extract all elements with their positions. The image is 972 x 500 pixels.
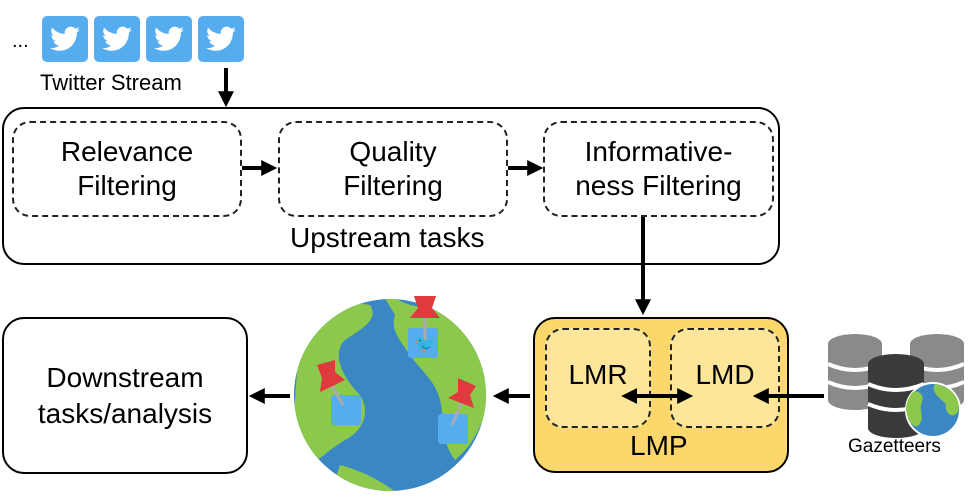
- stream-ellipsis: ...: [12, 30, 29, 52]
- stage-line1: Relevance: [60, 136, 194, 167]
- twitter-bird-icon: [42, 16, 88, 62]
- stage-line1: Quality: [349, 136, 437, 167]
- upstream-container: [2, 107, 780, 265]
- twitter-stream-label: Twitter Stream: [40, 70, 182, 95]
- lmr-module: LMR: [545, 328, 651, 428]
- lmp-label: LMP: [630, 430, 688, 461]
- stage-line2: Filtering: [343, 170, 443, 201]
- twitter-bird-icon: [198, 16, 244, 62]
- downstream-line1: Downstream: [46, 361, 204, 393]
- globe-with-pinned-tweets-icon: 🐦: [294, 296, 486, 491]
- lmd-module: LMD: [670, 328, 780, 428]
- upstream-tasks-label: Upstream tasks: [290, 222, 485, 253]
- informativeness-filtering-stage: Informative-ness Filtering: [543, 121, 774, 217]
- twitter-bird-icon: [146, 16, 192, 62]
- lmd-label: LMD: [695, 359, 755, 390]
- downstream-line2: tasks/analysis: [37, 397, 213, 429]
- stage-line2: Filtering: [77, 170, 177, 201]
- stage-line1: Informative-: [584, 136, 733, 167]
- gazetteers-label: Gazetteers: [848, 436, 941, 457]
- svg-text:🐦: 🐦: [414, 334, 436, 355]
- downstream-box: Downstream tasks/analysis: [2, 317, 248, 474]
- stage-line2: ness Filtering: [575, 170, 742, 201]
- twitter-bird-icon: [94, 16, 140, 62]
- lmr-label: LMR: [568, 359, 628, 390]
- database-globe-icon: [827, 334, 965, 438]
